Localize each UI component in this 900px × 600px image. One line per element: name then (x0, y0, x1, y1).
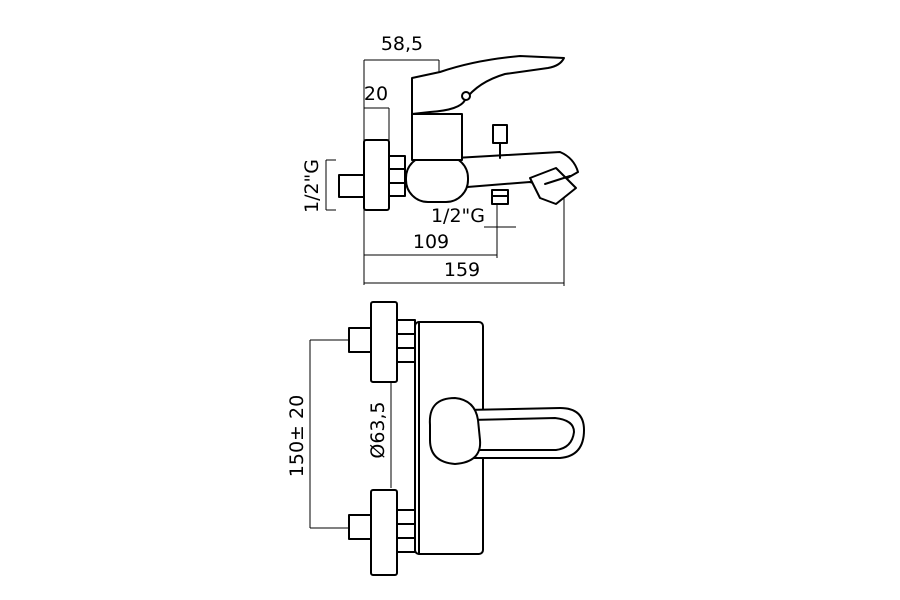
side-view: 58,5 20 1/2"G 1/2"G 109 159 (301, 33, 579, 286)
outlet-distance-label: 109 (413, 231, 449, 253)
mixer-handle (411, 55, 565, 115)
top-connection-nut (396, 319, 416, 363)
diverter-knob (492, 124, 508, 144)
bottom-inlet-pipe (348, 514, 372, 540)
wall-plate-depth-label: 20 (364, 83, 388, 105)
bottom-wall-flange (370, 489, 398, 576)
front-view: Ø63,5 150± 20 (286, 301, 585, 576)
inlet-thread-label: 1/2"G (301, 159, 323, 213)
inlet-spacing-label: 150± 20 (286, 395, 308, 477)
bottom-connection-nut (396, 509, 416, 553)
overall-length-label: 159 (444, 259, 480, 281)
lever-offset-label: 58,5 (381, 33, 423, 55)
shower-outlet-thread-label: 1/2"G (431, 205, 485, 227)
connection-nut (388, 155, 406, 197)
spout-front (464, 407, 585, 459)
top-inlet-pipe (348, 327, 372, 353)
cartridge-housing (411, 113, 463, 161)
wall-flange (363, 139, 390, 211)
top-wall-flange (370, 301, 398, 383)
handle-screw (461, 91, 471, 101)
handle-front (428, 397, 482, 465)
inlet-pipe (338, 174, 365, 198)
body-diameter-label: Ø63,5 (367, 401, 389, 458)
mixer-body (405, 155, 469, 203)
